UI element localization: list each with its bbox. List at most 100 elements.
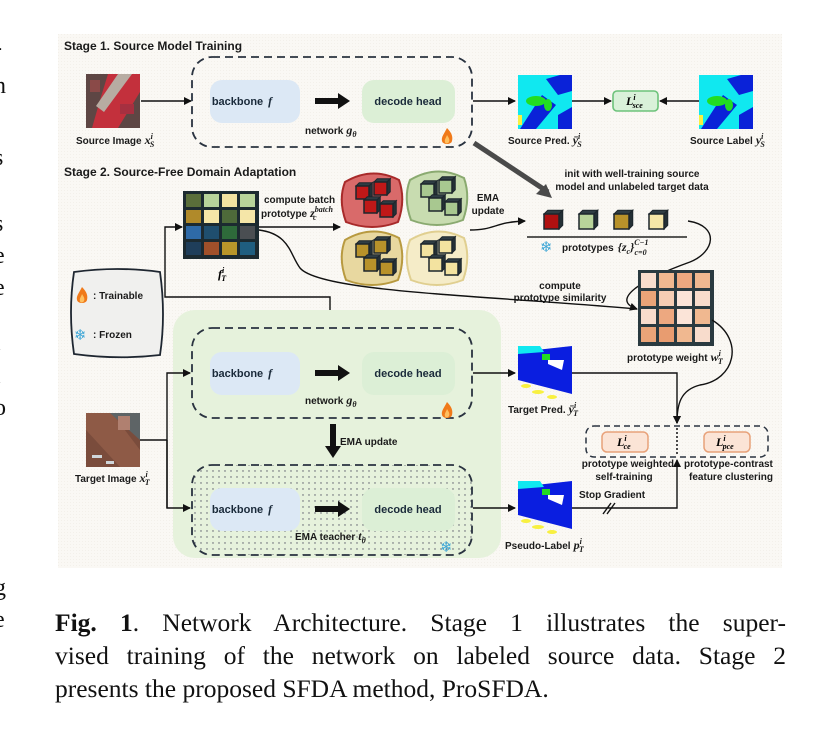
flame-icon <box>441 402 453 418</box>
student-network-box <box>191 327 473 419</box>
arrow-target-to-teacher <box>166 440 191 512</box>
prototype-weight-grid <box>638 270 714 346</box>
cluster-cube <box>354 181 374 201</box>
legend-frozen: : Frozen <box>93 330 132 341</box>
weight-cell <box>695 327 710 342</box>
stage1-network-box <box>191 56 473 148</box>
feature-cell <box>186 242 201 255</box>
cluster-cube <box>419 179 439 199</box>
weight-cell <box>677 309 692 324</box>
feature-cell <box>186 194 201 207</box>
feature-cell <box>204 242 219 255</box>
figure-caption: Fig. 1. Network Architecture. Stage 1 il… <box>55 606 786 705</box>
feature-cell <box>240 242 255 255</box>
weight-cell <box>677 327 692 342</box>
weight-cell <box>641 309 656 324</box>
feature-cell <box>222 210 237 223</box>
cluster-cube <box>427 193 447 213</box>
weight-cell <box>659 273 674 288</box>
target-loss-box <box>585 425 769 458</box>
caption-line-1: Fig. 1. Network Architecture. Stage 1 il… <box>55 606 786 639</box>
margin-fragment: n <box>0 73 6 99</box>
margin-fragment: o <box>0 395 6 421</box>
prototype-cube <box>577 209 599 231</box>
arrow-features-to-similarity <box>258 229 638 310</box>
cluster-cube <box>372 235 392 255</box>
cluster-cube <box>378 199 398 219</box>
thick-arrow-icon <box>315 501 350 517</box>
prototype-cube <box>542 209 564 231</box>
stage1-title: Stage 1. Source Model Training <box>64 39 242 53</box>
init-arrowhead <box>536 184 552 198</box>
caption-line-3: presents the proposed SFDA method, ProSF… <box>55 674 549 703</box>
weight-cell <box>677 291 692 306</box>
margin-fragment: e <box>0 276 5 300</box>
weight-cell <box>695 309 710 324</box>
loss-pce-desc-line1: prototype-contrast <box>684 459 774 470</box>
snowflake-icon: ❄ <box>540 238 553 256</box>
feature-cell <box>240 226 255 239</box>
stage1-decode-head-block <box>362 80 455 123</box>
prototype-cube <box>647 209 669 231</box>
caption-text: . Network Architecture. Stage 1 illustra… <box>132 608 786 637</box>
weight-cell <box>659 291 674 306</box>
margin-fragment: l <box>0 364 1 388</box>
cluster-cube <box>443 197 463 217</box>
weight-cell <box>695 273 710 288</box>
caption-line-2: vised training of the network on labeled… <box>55 641 786 670</box>
margin-fragment: e <box>0 608 5 632</box>
stage1-decode-head-label: decode head <box>374 96 441 108</box>
cluster-cube <box>419 239 439 259</box>
weight-cell <box>659 309 674 324</box>
snowflake-icon: ❄ <box>74 326 87 344</box>
ema-update-proto-line1: EMA <box>477 193 499 204</box>
loss-ce-desc-line2: self-training <box>595 472 652 483</box>
margin-fragment: - <box>0 36 2 60</box>
feature-cell <box>222 194 237 207</box>
arrow-weight-to-loss <box>673 319 733 424</box>
thick-arrow-icon <box>315 365 350 381</box>
ema-update-proto-line2: update <box>472 206 505 217</box>
arrow-pred-to-loss <box>572 372 681 424</box>
feature-cell <box>222 226 237 239</box>
margin-fragment: s <box>0 146 3 170</box>
feature-map-grid <box>183 191 259 259</box>
margin-fragment: l <box>0 331 1 355</box>
weight-cell <box>641 327 656 342</box>
cluster-cube <box>354 239 374 259</box>
feature-cell <box>240 194 255 207</box>
source-pred-image <box>518 75 572 129</box>
flame-icon <box>76 287 88 303</box>
cluster-cube <box>437 175 457 195</box>
weight-cell <box>641 273 656 288</box>
cluster-cube <box>378 257 398 277</box>
snowflake-icon: ❄ <box>440 538 453 556</box>
legend-trainable: : Trainable <box>93 291 143 302</box>
feature-cell <box>204 194 219 207</box>
compute-similarity-line2: prototype similarity <box>514 293 607 304</box>
feature-cell <box>186 210 201 223</box>
source-image <box>86 74 140 128</box>
student-backbone-block <box>210 352 300 395</box>
cluster-cube <box>427 253 447 273</box>
caption-fig-label: Fig. 1 <box>55 608 133 637</box>
arrow-ema-to-prototypes <box>469 217 526 231</box>
cluster-cube <box>437 235 457 255</box>
stop-gradient-label: Stop Gradient <box>579 490 646 501</box>
cluster-cube <box>362 253 382 273</box>
cluster-cube <box>362 195 382 215</box>
loss-pce-desc-line2: feature clustering <box>689 472 773 483</box>
compute-batch-line1: compute batch <box>264 195 335 206</box>
stage2-title: Stage 2. Source-Free Domain Adaptation <box>64 165 296 179</box>
